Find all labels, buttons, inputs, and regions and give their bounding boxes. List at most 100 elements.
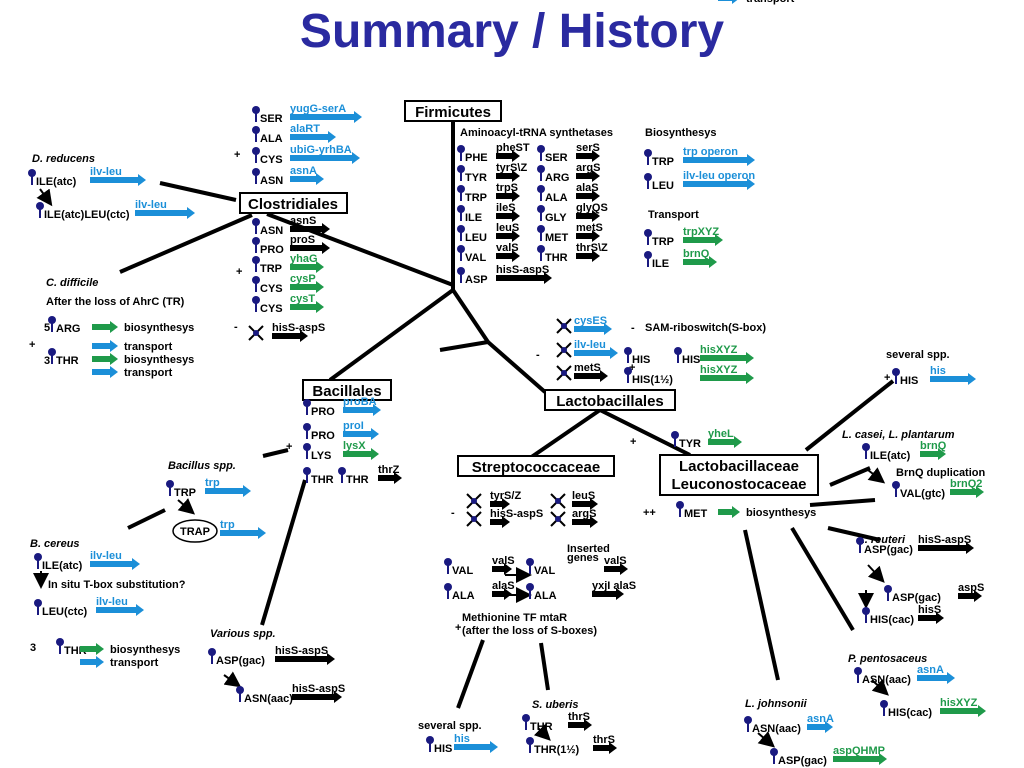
gene-entry: hisS-aspS	[466, 508, 543, 528]
gene-entry: cysES	[556, 315, 612, 335]
gene-entry: HIS(cac)hisXYZ	[880, 697, 986, 719]
tree-branch	[451, 288, 490, 344]
gene-arrow	[92, 353, 118, 365]
amino-acid-label: ALA	[545, 192, 568, 204]
gene-arrow	[290, 261, 324, 273]
gene-label: cysP	[290, 273, 316, 285]
tbox-marker	[537, 225, 545, 233]
diagram-label: several spp.	[886, 349, 950, 361]
gene-arrow	[290, 242, 330, 254]
amino-acid-label: HIS(1½)	[632, 374, 673, 386]
gene-entry: HIS(cac)hisS	[862, 604, 944, 626]
tbox-marker	[34, 599, 42, 607]
tbox-marker	[555, 516, 561, 522]
gene-entries: SERyugG-serAALAalaRTCYSubiG-yrhBAASNasnA…	[28, 0, 986, 767]
tbox-marker	[561, 347, 567, 353]
tbox-marker	[624, 347, 632, 355]
amino-acid-label: HIS	[682, 354, 700, 366]
diagram-label: +	[884, 372, 890, 384]
tbox-marker	[426, 736, 434, 744]
diagram-label: +	[630, 436, 636, 448]
gene-label: ilv-leu	[574, 339, 606, 351]
gene-label: his	[454, 733, 470, 745]
gene-arrow	[592, 588, 624, 600]
amino-acid-label: VAL	[452, 565, 473, 577]
gene-entry: hisS-aspS	[248, 322, 325, 342]
tbox-marker	[555, 498, 561, 504]
amino-acid-label: PHE	[465, 152, 488, 164]
tbox-marker	[252, 218, 260, 226]
amino-acid-label: ALA	[534, 590, 557, 602]
gene-arrow	[930, 373, 976, 385]
tbox-marker	[303, 423, 311, 431]
gene-label: yhaG	[290, 253, 318, 265]
diagram-label: -	[631, 322, 635, 334]
gene-entry: ASP hisS-aspS	[457, 264, 552, 286]
gene-label: hisS-aspS	[275, 645, 328, 657]
gene-arrow	[950, 486, 984, 498]
gene-entry: metS	[556, 362, 608, 382]
gene-label: transport	[124, 367, 173, 379]
amino-acid-label: ALA	[260, 133, 283, 145]
tree-branch	[159, 181, 237, 202]
gene-entry: leuS	[550, 490, 598, 510]
gene-arrow	[290, 281, 324, 293]
clade-label: Leuconostocaceae	[671, 476, 806, 493]
diagram-label: +	[286, 441, 292, 453]
diagram-label: Transport	[648, 209, 699, 221]
clade-box	[544, 389, 676, 411]
amino-acid-label: PRO	[311, 430, 335, 442]
diagram-label: Bacillus spp.	[168, 460, 236, 472]
tree-branch	[262, 448, 289, 458]
amino-acid-label: ASP	[465, 274, 488, 286]
gene-label: transport	[110, 657, 159, 669]
gene-arrow	[683, 154, 755, 166]
gene-label: serS	[576, 142, 600, 154]
gene-label: hisS	[918, 604, 941, 616]
relation-arrow	[36, 188, 53, 207]
gene-label: alaS	[576, 182, 599, 194]
tree-branch	[328, 288, 455, 382]
gene-label: brnQ2	[950, 478, 982, 490]
amino-acid-label: HIS	[632, 354, 650, 366]
tree-branch	[439, 340, 489, 352]
gene-arrow	[918, 542, 974, 554]
trap-ellipse	[172, 519, 218, 543]
diagram-label: After the loss of AhrC (TR)	[46, 296, 185, 308]
gene-arrow	[604, 563, 628, 575]
relation-arrow	[867, 467, 886, 484]
gene-label: leuS	[572, 490, 595, 502]
gene-arrow	[958, 590, 982, 602]
tree-branch	[743, 529, 780, 681]
gene-label: trp operon	[683, 146, 738, 158]
gene-label: hisS-aspS	[496, 264, 549, 276]
tbox-marker	[252, 256, 260, 264]
amino-acid-label: LEU	[652, 180, 674, 192]
gene-label: hisS-aspS	[292, 683, 345, 695]
tree-branch	[528, 408, 602, 460]
tbox-marker	[624, 367, 632, 375]
gene-arrow	[576, 150, 600, 162]
gene-arrow	[833, 753, 887, 765]
tbox-marker	[537, 145, 545, 153]
tbox-marker	[537, 245, 545, 253]
tbox-marker	[444, 583, 452, 591]
diagram-label: P. pentosaceus	[848, 653, 927, 665]
clade-label: Lactobacillales	[556, 393, 664, 410]
tbox-marker	[252, 276, 260, 284]
amino-acid-label: ASP(gac)	[864, 544, 913, 556]
tbox-marker	[252, 237, 260, 245]
tbox-marker	[457, 245, 465, 253]
diagram-label: Aminoacyl-tRNA synthetases	[460, 127, 613, 139]
gene-label: argS	[572, 508, 596, 520]
gene-label: hisXYZ	[700, 364, 738, 376]
